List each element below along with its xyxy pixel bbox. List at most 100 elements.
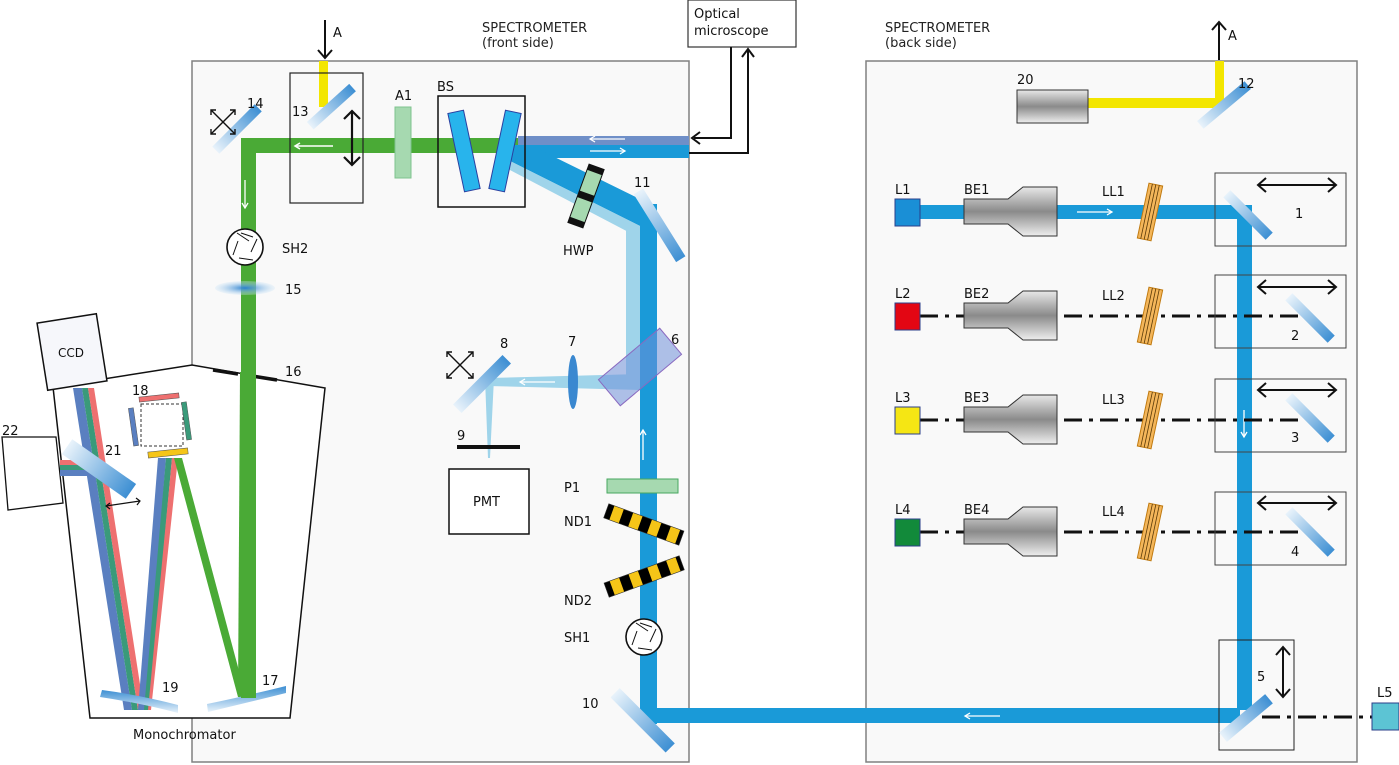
back-panel-subtitle: (back side) — [885, 36, 957, 51]
laser-L2 — [894, 302, 921, 331]
laser-label: L4 — [895, 503, 911, 518]
arrowhead-icon — [690, 131, 701, 145]
mirror-14 — [212, 104, 262, 154]
label-SH2: SH2 — [282, 242, 308, 257]
translation-arrows — [1256, 177, 1338, 511]
mirror-10 — [610, 688, 675, 753]
filter-A1 — [394, 106, 412, 179]
label-12: 12 — [1238, 77, 1255, 92]
beamsplitter-BS-mount[interactable] — [437, 95, 526, 208]
input-arrow-A: A — [317, 20, 342, 60]
ccd-label: CCD — [58, 346, 84, 360]
line-filter-label: LL4 — [1102, 505, 1125, 520]
arrowhead-icon — [741, 47, 755, 58]
microscope-label-2: microscope — [694, 24, 769, 39]
mirror-mount-1[interactable]: 1 — [1214, 172, 1347, 247]
laser-line-filter-LL3[interactable] — [1136, 390, 1164, 450]
laser-label: L2 — [895, 287, 911, 302]
label-HWP: HWP — [563, 244, 594, 259]
expander-label: BE4 — [964, 503, 989, 518]
laser-L3 — [894, 406, 921, 435]
slit-16 — [212, 368, 239, 376]
double-arrow-icon — [105, 497, 141, 510]
laser-L4 — [894, 518, 921, 547]
laser-line-filter-LL4[interactable] — [1136, 502, 1164, 562]
label-10: 10 — [582, 697, 599, 712]
line-filter-label: LL2 — [1102, 289, 1125, 304]
flip-mirror-13-mount — [289, 72, 364, 204]
adjust-xy-icon — [446, 351, 474, 379]
back-panel-title: SPECTROMETER — [885, 21, 990, 36]
grating-turret-18 — [140, 403, 184, 447]
mirror-11 — [633, 188, 686, 263]
mirror-13[interactable] — [306, 83, 356, 130]
label-11: 11 — [634, 176, 651, 191]
polarizer-P1[interactable] — [606, 478, 679, 494]
expander-label: BE3 — [964, 391, 989, 406]
label-13: 13 — [292, 105, 309, 120]
laser-row-L4: L4 BE4 LL4 — [894, 502, 1300, 562]
notch-filter-1 — [447, 109, 481, 193]
laser-line-filter-LL2[interactable] — [1136, 286, 1164, 346]
label-22: 22 — [2, 424, 19, 439]
pinhole-9 — [457, 445, 520, 449]
ccd-box — [36, 312, 108, 392]
nd-filter-ND2[interactable] — [603, 555, 685, 598]
detector-22-box — [1, 436, 64, 511]
mirror-19 — [100, 690, 178, 713]
microscope-label-1: Optical — [694, 7, 740, 22]
line-filter-label: LL3 — [1102, 393, 1125, 408]
shutter-SH2-icon[interactable] — [226, 228, 264, 266]
label-21: 21 — [105, 444, 122, 459]
label-17: 17 — [262, 674, 279, 689]
mirror-mount-4[interactable]: 4 — [1214, 491, 1347, 566]
nd-filter-ND1[interactable] — [603, 503, 685, 546]
laser-line-filter-LL1[interactable] — [1136, 182, 1164, 242]
monochromator-label: Monochromator — [133, 728, 236, 743]
output-arrow-A: A — [1088, 20, 1237, 108]
shutter-SH1-icon[interactable] — [625, 618, 663, 656]
label-14: 14 — [247, 97, 264, 112]
mirror-mount-5[interactable]: 5 — [1218, 639, 1295, 751]
label-P1: P1 — [564, 481, 580, 496]
lens-15 — [215, 281, 275, 295]
label-BS: BS — [437, 80, 454, 95]
beam-expander-BE2 — [963, 290, 1058, 341]
mirror-12 — [1197, 81, 1251, 129]
label-8: 8 — [500, 337, 508, 352]
label-2: 2 — [1291, 329, 1299, 344]
expander-label: BE2 — [964, 287, 989, 302]
laser-label: L1 — [895, 183, 911, 198]
back-panel — [865, 60, 1358, 763]
pmt-label: PMT — [473, 495, 500, 510]
half-wave-plate-HWP[interactable] — [567, 163, 605, 229]
mirror-17 — [207, 686, 286, 712]
green-beam-vertical — [241, 138, 256, 698]
label-4: 4 — [1291, 545, 1299, 560]
label-1: 1 — [1295, 207, 1303, 222]
mirror-mount-3[interactable]: 3 — [1214, 378, 1347, 453]
label-A1: A1 — [395, 89, 412, 104]
laser-L5 — [1371, 702, 1399, 731]
beam-expander-BE3 — [963, 394, 1058, 445]
notch-filter-2 — [488, 109, 522, 193]
label-16: 16 — [285, 365, 302, 380]
mirror-8 — [453, 355, 511, 413]
label-9: 9 — [457, 429, 465, 444]
line-filter-label: LL1 — [1102, 185, 1125, 200]
optical-microscope: Optical microscope — [687, 0, 797, 154]
label-L5: L5 — [1377, 686, 1393, 701]
lens-7 — [568, 355, 578, 409]
pmt-detector — [448, 468, 530, 535]
laser-L1 — [894, 198, 921, 227]
laser-row-L2: L2 BE2 LL2 — [894, 286, 1300, 346]
flip-mirror-21[interactable] — [61, 439, 137, 499]
label-5: 5 — [1257, 670, 1265, 685]
front-panel-subtitle: (front side) — [482, 36, 554, 51]
mirror-mount-2[interactable]: 2 — [1214, 274, 1347, 349]
expander-label: BE1 — [964, 183, 989, 198]
beamsplitter-6 — [597, 327, 683, 407]
